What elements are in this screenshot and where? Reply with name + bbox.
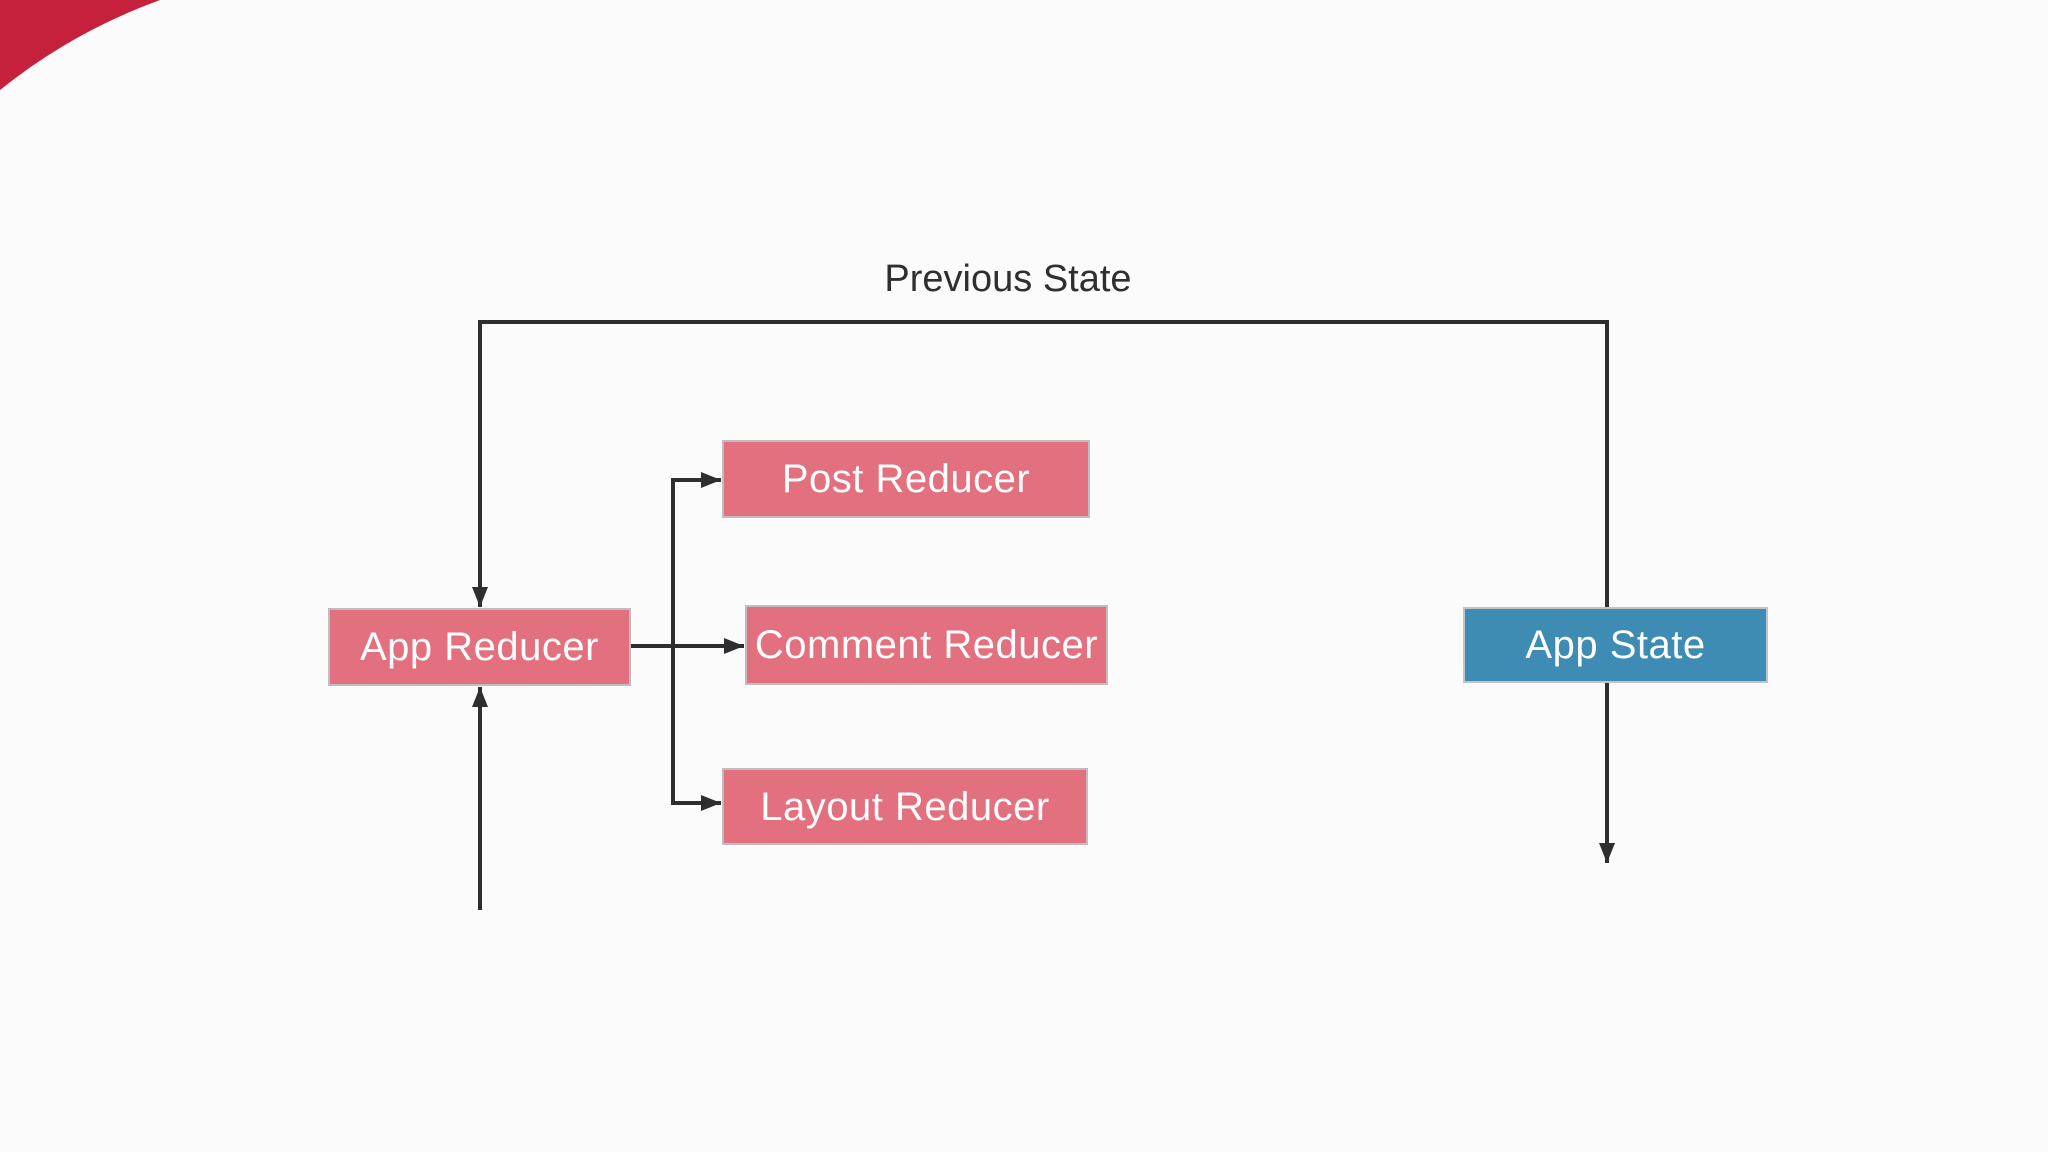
node-comment-reducer: Comment Reducer xyxy=(745,605,1108,685)
branch-to-post-arrow xyxy=(671,472,721,646)
node-app-reducer: App Reducer xyxy=(328,608,631,686)
previous-state-feedback-line xyxy=(472,320,1609,615)
branch-to-layout-arrow xyxy=(671,646,721,811)
node-post-reducer-label: Post Reducer xyxy=(781,457,1031,501)
node-post-reducer: Post Reducer xyxy=(722,440,1090,518)
node-comment-reducer-label: Comment Reducer xyxy=(754,623,1099,667)
node-app-reducer-label: App Reducer xyxy=(360,625,599,669)
node-app-state: App State xyxy=(1463,607,1768,683)
corner-swoosh-shape xyxy=(0,0,160,90)
previous-state-label: Previous State xyxy=(884,258,1132,300)
node-layout-reducer-label: Layout Reducer xyxy=(760,784,1050,829)
node-layout-reducer: Layout Reducer xyxy=(722,768,1088,845)
node-app-state-label: App State xyxy=(1525,623,1706,667)
